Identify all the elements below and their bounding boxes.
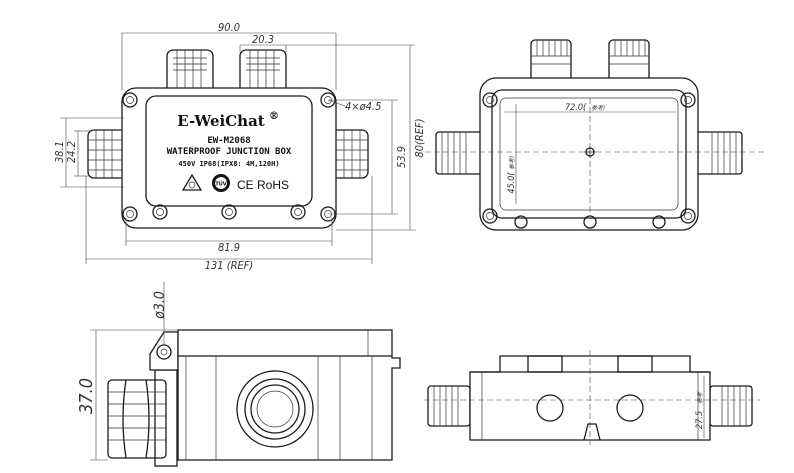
svg-text:4×ø4.5: 4×ø4.5 [345,100,381,113]
product-name: WATERPROOF JUNCTION BOX [167,147,292,157]
dimension-hole-3: ø3.0 [152,282,168,345]
triangle-mark-icon [181,173,203,191]
front-gland-right [709,385,753,427]
front-gland-left [427,385,471,427]
svg-text:90.0: 90.0 [218,21,240,34]
dimension-80-ref: 80(REF) [336,45,426,231]
dimension-4-holes: 4×ø4.5 [327,99,381,113]
front-view-ports [536,394,644,422]
svg-text:37.0: 37.0 [76,378,97,414]
svg-text:81.9: 81.9 [218,241,240,254]
svg-text:45.0(: 45.0( [507,172,517,194]
side-view-port [236,370,314,448]
dimension-24-2: 24.2 [65,130,90,177]
front-view: 27.5 参考 [424,350,760,445]
dimension-45: 45.0( 参考) [507,104,517,204]
dimension-38-1: 38.1 [53,117,124,188]
model-number: EW-M2068 [207,136,250,146]
enclosure-lid [145,95,313,207]
side-view: ø3.0 37.0 [76,282,401,467]
svg-text:38.1: 38.1 [53,141,66,163]
top-view: E-WeiChat ® EW-M2068 WATERPROOF JUNCTION… [53,21,426,272]
side-view-body [177,329,401,461]
bottom-screw-bosses [152,204,306,220]
dimension-81-9: 81.9 [125,218,333,254]
svg-text:53.9: 53.9 [395,146,408,168]
ce-rohs-marks: CE RoHS [237,178,289,192]
dimension-53-9: 53.9 [328,99,408,215]
tuv-mark-icon: TÜV [212,174,230,192]
svg-text:参考: 参考 [696,391,704,404]
side-view-gland [107,369,178,467]
underside-ears [482,92,696,229]
top-cable-gland-right [239,49,287,95]
svg-text:27.5: 27.5 [695,411,705,429]
svg-text:24.2: 24.2 [65,141,78,163]
dimension-20-3: 20.3 [239,33,415,52]
rating-text: 450V IP68(IPX8: 4M,120H) [178,160,279,168]
svg-text:20.3: 20.3 [252,33,274,46]
registered-mark: ® [269,111,279,122]
svg-text:ø3.0: ø3.0 [152,291,168,320]
dimension-27-5: 27.5 参考 [695,376,705,438]
dimension-37: 37.0 [76,329,178,461]
tuv-mark-text: TÜV [215,181,226,188]
svg-text:80(REF): 80(REF) [413,118,426,157]
svg-text:参考): 参考) [508,156,516,170]
product-label: E-WeiChat ® EW-M2068 WATERPROOF JUNCTION… [167,111,292,192]
underside-body [479,77,699,231]
underside-gland-side-right [689,131,743,175]
underside-view: 72.0( 参考) 45.0( 参考) [425,39,765,231]
svg-text:参考): 参考) [591,104,605,112]
dimension-131-ref: 131 (REF) [85,176,373,272]
brand-name: E-WeiChat [177,112,265,130]
svg-text:131 (REF): 131 (REF) [205,259,254,272]
dimension-72: 72.0( 参考) [504,103,676,113]
dimension-90: 90.0 [121,21,337,90]
svg-text:72.0(: 72.0( [565,103,587,113]
center-mark-icon [584,146,596,158]
